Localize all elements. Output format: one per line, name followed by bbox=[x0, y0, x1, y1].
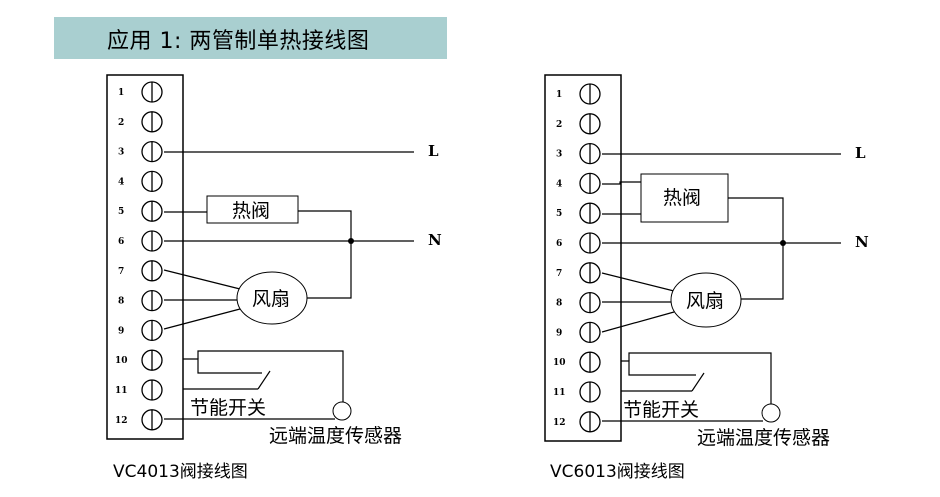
terminal-number: 12 bbox=[115, 416, 128, 426]
terminal-number: 12 bbox=[553, 418, 566, 428]
switch-wire-10 bbox=[183, 358, 262, 374]
terminal-number: 2 bbox=[118, 118, 124, 128]
switch-wire-10 bbox=[621, 360, 696, 376]
title-banner: 应用 1: 两管制单热接线图 bbox=[54, 17, 447, 59]
fan-label: 风扇 bbox=[686, 290, 724, 312]
sensor-label: 远端温度传感器 bbox=[269, 425, 402, 447]
terminal-number: 5 bbox=[118, 207, 124, 217]
sensor-circle bbox=[332, 401, 352, 421]
switch-contact bbox=[691, 372, 705, 392]
fan-wire-7 bbox=[163, 269, 241, 290]
terminal-block bbox=[544, 74, 622, 442]
terminal-number: 10 bbox=[115, 356, 128, 366]
terminal-number: 3 bbox=[118, 148, 124, 158]
sensor-circle bbox=[761, 403, 781, 423]
terminal-number: 9 bbox=[556, 328, 562, 338]
terminal-number: 8 bbox=[118, 297, 124, 307]
valve-label: 热阀 bbox=[232, 200, 270, 222]
terminal-number: 4 bbox=[118, 177, 124, 187]
line-label: L bbox=[855, 144, 866, 162]
terminal-number: 11 bbox=[553, 388, 566, 398]
junction-dot bbox=[348, 238, 354, 244]
valve-wire-4 bbox=[602, 181, 641, 185]
switch-label: 节能开关 bbox=[623, 399, 699, 421]
terminal-number: 2 bbox=[556, 120, 562, 130]
valve-return-wire bbox=[298, 210, 352, 299]
valve-label: 热阀 bbox=[663, 187, 701, 209]
sensor-wire-top bbox=[197, 350, 344, 402]
terminal-block bbox=[106, 74, 184, 440]
fan-wire-9 bbox=[163, 308, 241, 330]
diagram-caption: VC4013阀接线图 bbox=[113, 462, 248, 482]
valve-return-wire bbox=[728, 197, 784, 300]
terminal-number: 7 bbox=[556, 269, 562, 279]
diagram-caption: VC6013阀接线图 bbox=[550, 462, 685, 482]
terminal-number: 6 bbox=[556, 239, 562, 249]
terminal-number: 3 bbox=[556, 150, 562, 160]
fan-circle bbox=[670, 272, 742, 328]
terminal-number: 8 bbox=[556, 299, 562, 309]
fan-wire-7 bbox=[601, 272, 675, 292]
page-title: 应用 1: 两管制单热接线图 bbox=[107, 29, 370, 54]
terminal-number: 1 bbox=[556, 90, 562, 100]
line-label: L bbox=[428, 142, 439, 160]
terminal-number: 6 bbox=[118, 237, 124, 247]
terminal-number: 1 bbox=[118, 88, 124, 98]
switch-label: 节能开关 bbox=[190, 397, 266, 419]
junction-dot bbox=[780, 240, 786, 246]
terminal-number: 5 bbox=[556, 209, 562, 219]
terminal-number: 10 bbox=[553, 358, 566, 368]
valve-box bbox=[640, 173, 729, 223]
terminal-number: 9 bbox=[118, 326, 124, 336]
neutral-label: N bbox=[855, 233, 869, 251]
terminal-number: 11 bbox=[115, 386, 128, 396]
terminal-number: 4 bbox=[556, 179, 562, 189]
switch-contact bbox=[257, 370, 271, 390]
fan-circle bbox=[236, 271, 308, 325]
fan-label: 风扇 bbox=[252, 288, 290, 310]
sensor-label: 远端温度传感器 bbox=[697, 427, 830, 449]
fan-wire-9 bbox=[601, 311, 675, 333]
terminal-number: 7 bbox=[118, 267, 124, 277]
neutral-label: N bbox=[428, 231, 442, 249]
valve-box bbox=[206, 195, 299, 224]
sensor-wire-top bbox=[628, 352, 772, 404]
